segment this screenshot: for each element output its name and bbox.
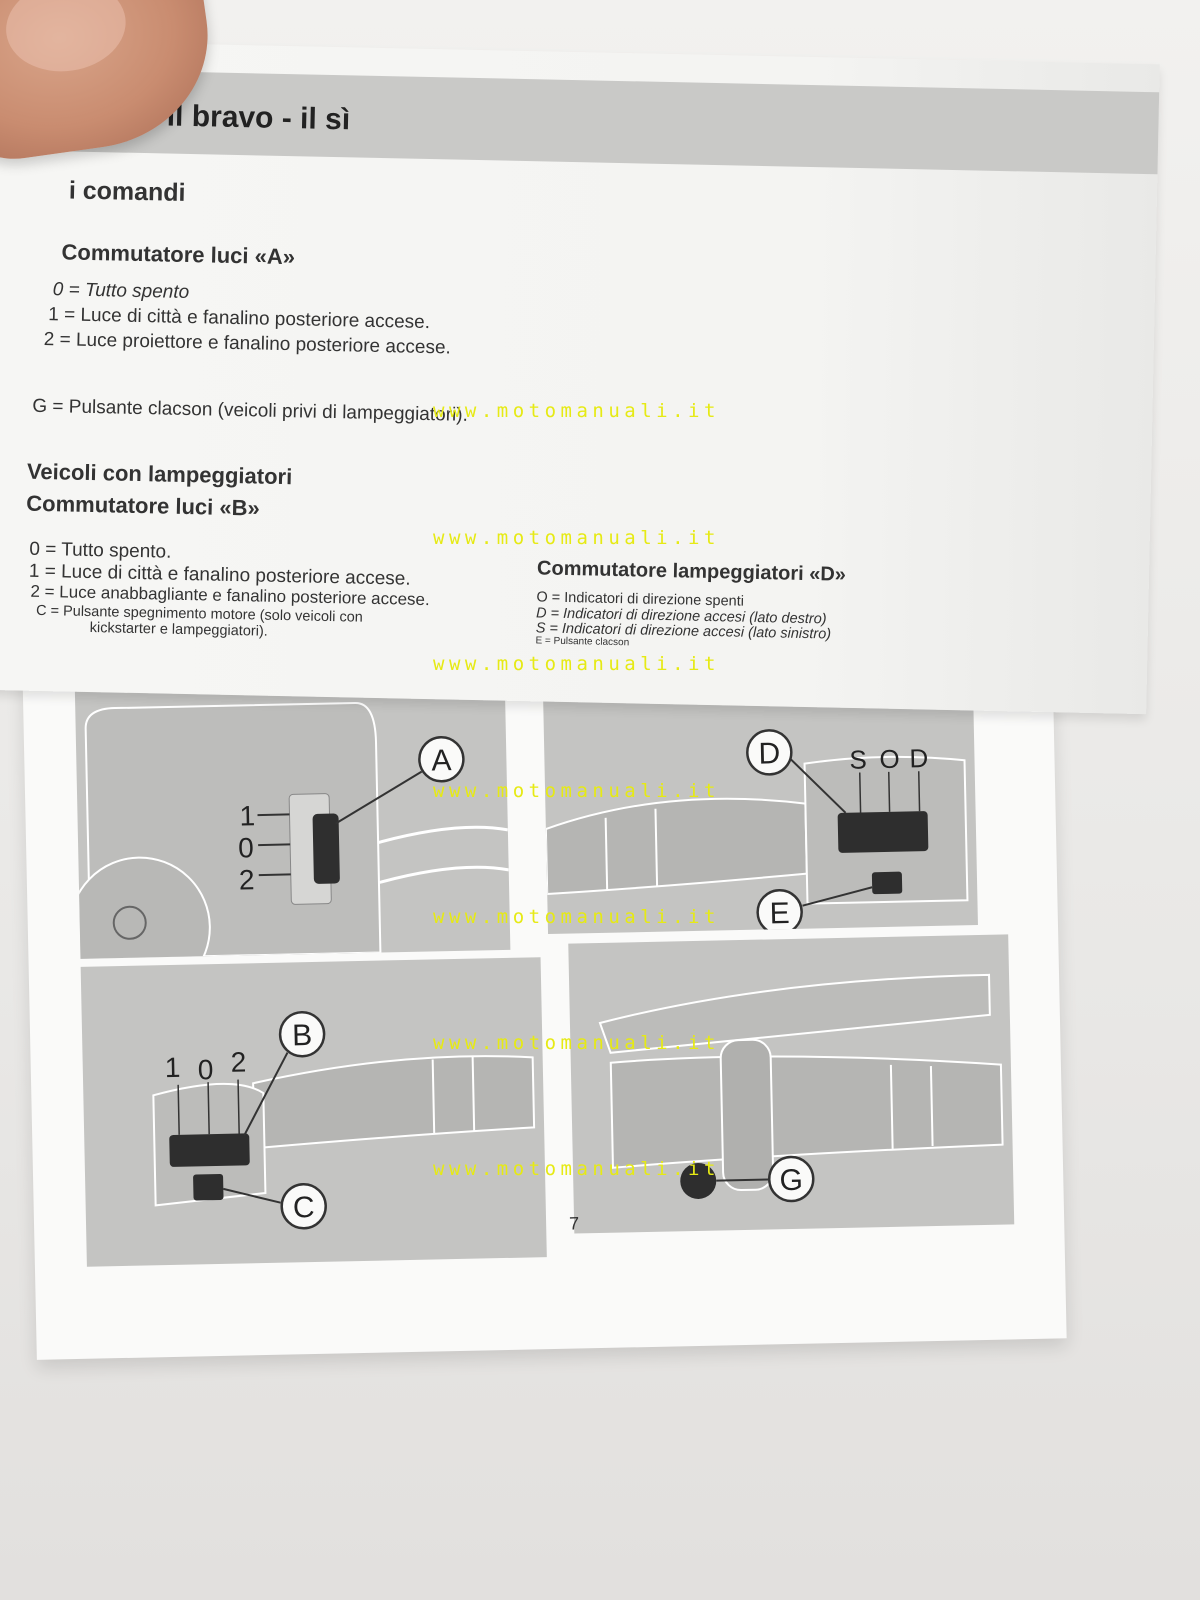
diagram-d-pos-d: D <box>909 743 928 773</box>
diagram-a-pos-1: 1 <box>239 800 255 831</box>
switch-b-item-0: 0 = Tutto spento. <box>29 538 172 563</box>
watermark: www.motomanuali.it <box>433 780 720 802</box>
diagram-switch-b: 1 0 2 B C <box>80 957 547 1267</box>
lower-page: A 1 0 2 D E S O <box>22 628 1067 1360</box>
watermark: www.motomanuali.it <box>433 1158 720 1180</box>
switch-d-title: Commutatore lampeggiatori «D» <box>536 557 847 586</box>
switch-d-item-3: E = Pulsante clacson <box>535 635 630 649</box>
diagram-switch-d: D E S O D <box>542 670 978 935</box>
switch-a-item-0: 0 = Tutto spento <box>52 279 190 304</box>
diagram-g-label: G <box>779 1164 803 1197</box>
diagram-e-label: E <box>769 897 790 930</box>
diagram-d-pos-s: S <box>849 744 867 774</box>
diagram-horn-g: G <box>568 934 1015 1234</box>
diagram-b-drawing: 1 0 2 B C <box>152 1010 536 1230</box>
diagram-a-drawing: A 1 0 2 <box>74 702 509 959</box>
watermark: www.motomanuali.it <box>433 906 720 928</box>
diagram-b-pos-1: 1 <box>164 1052 180 1083</box>
switch-b-title: Commutatore luci «B» <box>26 490 261 521</box>
horn-note: G = Pulsante clacson (veicoli privi di l… <box>32 395 469 426</box>
diagram-d-pos-o: O <box>879 744 900 774</box>
upper-page: - il bravo - il sì i comandi Commutatore… <box>0 40 1160 715</box>
watermark: www.motomanuali.it <box>433 527 720 549</box>
section-title: i comandi <box>68 176 186 207</box>
diagram-b-label: B <box>292 1019 313 1052</box>
thumbnail <box>0 0 132 79</box>
flashers-heading: Veicoli con lampeggiatori <box>26 458 293 490</box>
switch-a-title: Commutatore luci «A» <box>61 239 296 270</box>
watermark: www.motomanuali.it <box>433 400 720 422</box>
diagram-b-pos-0: 0 <box>198 1054 214 1085</box>
diagram-g-drawing: G <box>598 973 1004 1203</box>
diagram-a-label: A <box>431 744 452 777</box>
diagram-d-label: D <box>758 737 780 770</box>
switch-a-item-2: 2 = Luce proiettore e fanalino posterior… <box>43 328 452 359</box>
diagram-c-label: C <box>293 1191 315 1224</box>
watermark: www.motomanuali.it <box>433 1032 720 1054</box>
diagram-b-pos-2: 2 <box>230 1046 246 1077</box>
watermark: www.motomanuali.it <box>433 653 720 675</box>
switch-b-item-c-cont: kickstarter e lampeggiatori). <box>89 620 268 640</box>
diagram-a-pos-0: 0 <box>238 832 254 863</box>
diagram-d-drawing: D E S O D <box>544 729 969 935</box>
diagram-a-pos-2: 2 <box>239 864 255 895</box>
diagram-switch-a: A 1 0 2 <box>74 679 511 959</box>
page-number: 7 <box>568 1213 580 1234</box>
